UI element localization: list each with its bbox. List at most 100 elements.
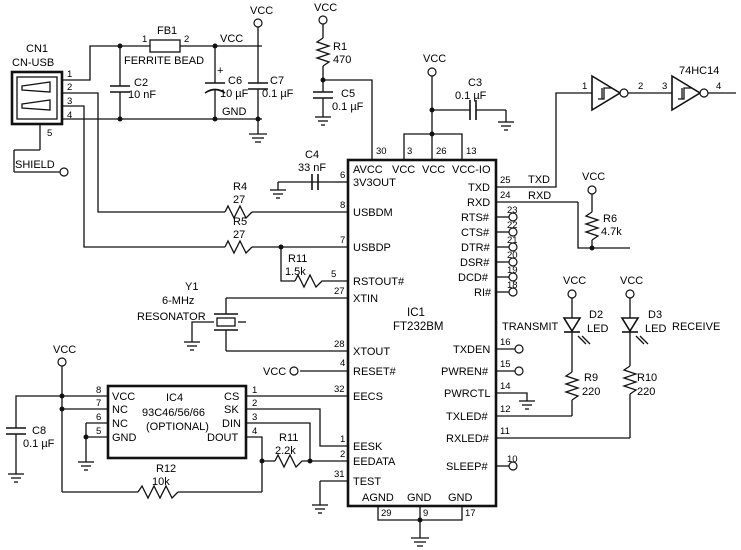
vcc-label-reset: VCC	[263, 366, 286, 378]
ic1-bottom-gnd2: GND	[448, 492, 473, 504]
ic1-pin-32: 32	[334, 384, 345, 395]
ic1-pin-pwrctl: PWRCTL	[444, 388, 490, 400]
ic1-pin-12: 12	[500, 404, 511, 415]
resonator-crystal	[216, 317, 236, 327]
ic4-pin-8: 8	[96, 385, 101, 396]
ic4-left-nc1: NC	[112, 404, 128, 416]
resistor-r11-2k2	[274, 453, 315, 469]
cn1-inner	[16, 76, 58, 120]
capacitor-c6: + C6 10 µF	[204, 46, 249, 119]
ic1-pin-txled: TXLED#	[446, 411, 488, 423]
vcc-label-2: VCC	[314, 2, 337, 14]
ic1-pin-1: 1	[340, 434, 345, 445]
ic1-pin-ri: RI#	[474, 287, 492, 299]
cn1-pin5: 5	[47, 128, 52, 139]
usb-connector-cn1: CN1 CN-USB 1 2 3 4 5 SHIELD	[10, 43, 72, 177]
d2-ref: D2	[589, 309, 603, 321]
ic1-pin-8: 8	[340, 200, 345, 211]
ic1-pin-31: 31	[334, 469, 345, 480]
ic1-right-pins	[496, 186, 630, 471]
ic4-part: 93C46/56/66	[142, 407, 205, 419]
ic4-pin-1: 1	[252, 385, 257, 396]
ic1-pin-2: 2	[340, 449, 345, 460]
vcc-terminal-ic4	[57, 357, 67, 367]
ic1-top-label-vccio: VCC-IO	[452, 164, 491, 176]
c2-value: 10 nF	[128, 89, 156, 101]
ic1-pin-sleep: SLEEP#	[446, 461, 488, 473]
hc14-pin-3: 3	[662, 81, 667, 92]
y1-ref: Y1	[185, 281, 198, 293]
vcc-label-3: VCC	[423, 53, 446, 65]
vcc-label-d2: VCC	[563, 275, 586, 287]
r9-ref: R9	[584, 372, 598, 384]
ic1-pin-21: 21	[507, 235, 518, 246]
ic1-bottom-pin-29: 29	[381, 508, 392, 519]
ic1-pin-txd: TXD	[468, 182, 490, 194]
r6-value: 4.7k	[601, 226, 622, 238]
ic1-pin-16: 16	[500, 337, 511, 348]
ic1-pin-xtin: XTIN	[353, 293, 378, 305]
ic1-pin-cts: CTS#	[461, 227, 490, 239]
ic1-pin-eesk: EESK	[353, 441, 383, 453]
r4-ref: R4	[233, 181, 247, 193]
vcc-net-label: VCC	[220, 33, 243, 45]
led-d2	[562, 317, 582, 333]
ic1-bottom-agnd: AGND	[362, 492, 394, 504]
ic1-top-label-avcc: AVCC	[353, 164, 383, 176]
vcc-terminal-d2	[567, 289, 577, 299]
capacitor-c7: C7 0.1 µF	[248, 46, 294, 119]
vcc-label-d3: VCC	[620, 275, 643, 287]
ic4-right-dout: DOUT	[207, 432, 238, 444]
schmitt-inverter-2	[671, 74, 702, 112]
c6-ref: C6	[228, 75, 242, 87]
c4-value: 33 nF	[298, 162, 326, 174]
c2-ref: C2	[134, 77, 148, 89]
cn1-pin1: 1	[67, 69, 72, 80]
y1-type: RESONATOR	[137, 311, 206, 323]
resistor-r10	[621, 365, 639, 395]
r6-ref: R6	[603, 213, 617, 225]
cn1-name: CN-USB	[12, 57, 54, 69]
ic4-ref: IC4	[166, 392, 183, 404]
schmitt-inverter-1	[591, 74, 622, 112]
ic1-pin-dtr: DTR#	[461, 242, 491, 254]
c6-value: 10 µF	[220, 88, 249, 100]
ic1-bottom-gnd1: GND	[407, 492, 432, 504]
ic1-pin-18: 18	[507, 280, 518, 291]
vcc-terminal-r6	[587, 185, 597, 195]
r11b-ref: R11	[279, 432, 298, 444]
hc14-pin-2: 2	[638, 81, 643, 92]
ic1-pin-4: 4	[340, 358, 345, 369]
r12-value: 10k	[152, 476, 170, 488]
ic4-pin-4: 4	[252, 426, 257, 437]
c6-polarity: +	[217, 65, 223, 77]
resistor-r5	[224, 239, 253, 255]
ic1-pin-3v3out: 3V3OUT	[353, 177, 396, 189]
ic1-pin-24: 24	[500, 190, 511, 201]
ic4-right-sk: SK	[224, 404, 239, 416]
shield-terminal	[59, 167, 69, 177]
r11b-value: 2.2k	[275, 445, 296, 457]
cn1-pin4: 4	[67, 110, 72, 121]
net-rxd: RXD	[528, 190, 551, 202]
ic1-pin-14: 14	[500, 381, 511, 392]
ic1-pin-rxled: RXLED#	[446, 433, 490, 445]
led-d3	[620, 317, 640, 333]
fb1-pin2: 2	[184, 34, 189, 45]
ic1-bottom-pin-9: 9	[423, 508, 428, 519]
ic1-top-pin-13: 13	[466, 146, 477, 157]
ic1-pin-usbdp: USBDP	[353, 242, 391, 254]
ic1-top-pin-3: 3	[407, 146, 412, 157]
d3-type: LED	[645, 323, 666, 335]
resistor-r4	[224, 204, 253, 220]
ic4-body	[106, 384, 248, 460]
vcc-terminal-2	[318, 15, 328, 25]
fb1-value: FERRITE BEAD	[124, 55, 204, 67]
ic1-pin-7: 7	[340, 235, 345, 246]
r1-ref: R1	[333, 41, 347, 53]
capacitor-c2: C2 10 nF	[110, 46, 156, 119]
r1-value: 470	[333, 54, 351, 66]
r9-value: 220	[582, 386, 600, 398]
ic1-pin-dcd: DCD#	[458, 272, 489, 284]
